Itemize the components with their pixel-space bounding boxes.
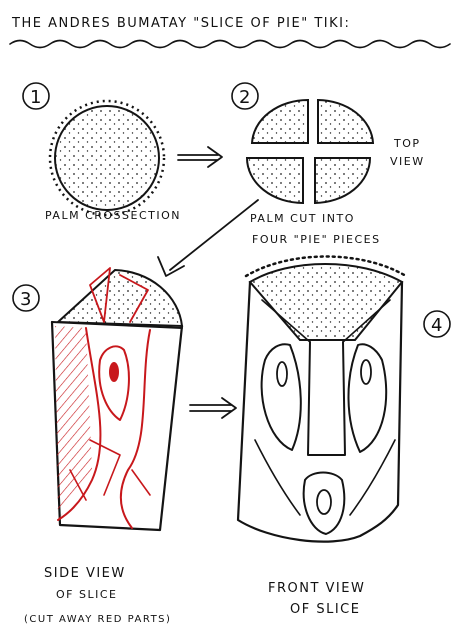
pie-piece-top-right: [317, 98, 375, 144]
step-1-label: PALM CROSSECTION: [45, 209, 181, 222]
step-3-number-circle: [12, 284, 40, 312]
step-4: 4 FRONT VIEW OF SLICE: [236, 255, 451, 617]
step-4-label-line1: FRONT VIEW: [268, 581, 365, 596]
cutaway-top-wedge: [89, 267, 149, 323]
step-2-number-circle: [231, 82, 259, 110]
step-3-label-line1: SIDE VIEW: [44, 566, 126, 581]
palm-crosssection-bark: [48, 99, 166, 217]
slice-side-body: [50, 320, 184, 532]
step-3: 3 SIDE VIEW OF SLICE (CUT AWAY RED PARTS…: [12, 267, 184, 625]
front-right-pupil: [360, 359, 372, 385]
front-right-eye: [347, 343, 388, 453]
front-mouth: [302, 471, 346, 535]
front-body-outline: [236, 280, 404, 543]
step-2: 2 TOP VIEW PALM CUT INTO FOUR "PIE" PIEC…: [231, 82, 425, 246]
cutaway-lower-details: [69, 439, 151, 501]
title-squiggle-underline: [9, 39, 451, 49]
palm-crosssection-circle: [54, 105, 160, 211]
step-2-label-line2: FOUR "PIE" PIECES: [252, 233, 381, 246]
cutaway-outline-right: [119, 329, 151, 529]
step-2-label-line1: PALM CUT INTO: [250, 212, 355, 225]
cutaway-eye-shape: [98, 345, 130, 421]
cutaway-eye-pupil: [109, 362, 119, 382]
arrow-step2-to-step3: [157, 199, 259, 277]
arrow-step3-to-step4: [189, 397, 237, 419]
step-1-number: 1: [30, 87, 43, 108]
step-4-label-line2: OF SLICE: [290, 602, 360, 617]
step-1-number-circle: [22, 82, 50, 110]
pie-piece-top-left: [250, 98, 309, 144]
front-nose: [307, 341, 346, 456]
step-3-label-line2: OF SLICE: [56, 588, 117, 601]
front-face-contours: [254, 299, 396, 516]
front-left-pupil: [276, 361, 288, 387]
top-view-note-line1: TOP: [393, 137, 421, 150]
front-top-bark: [244, 255, 408, 278]
step-4-number-circle: [423, 310, 451, 338]
slice-top-cap: [55, 268, 184, 328]
front-mouth-opening: [316, 489, 332, 515]
front-left-eye: [260, 343, 302, 451]
cutaway-hatch-left: [55, 326, 92, 520]
slice-top-edge: [51, 321, 183, 329]
pie-piece-bottom-right: [314, 157, 372, 205]
step-1: 1 PALM CROSSECTION: [22, 82, 181, 222]
top-view-note-line2: VIEW: [390, 155, 425, 168]
step-2-number: 2: [239, 87, 252, 108]
step-4-number: 4: [431, 315, 444, 336]
cutaway-outline-left: [57, 327, 102, 521]
step-3-number: 3: [20, 289, 33, 310]
front-top-pie: [248, 263, 404, 341]
sketch-title: THE ANDRES BUMATAY "SLICE OF PIE" TIKI:: [11, 16, 350, 31]
pie-piece-bottom-left: [245, 157, 304, 205]
step-3-label-line3: (CUT AWAY RED PARTS): [24, 614, 171, 625]
arrow-step1-to-step2: [177, 146, 223, 168]
